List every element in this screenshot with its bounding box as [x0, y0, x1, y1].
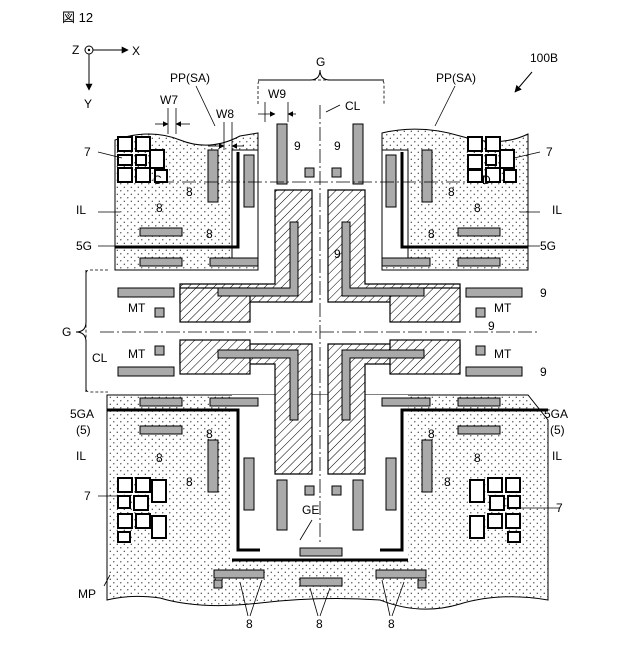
label-il-tl: IL	[76, 203, 86, 217]
label-mt-3: MT	[128, 347, 146, 361]
label-8-a: 8	[186, 185, 193, 199]
label-8-m: 8	[246, 617, 253, 631]
label-8-d: 8	[474, 201, 481, 215]
label-5g-right: 5G	[540, 239, 556, 253]
label-7-tr: 7	[546, 145, 553, 159]
bracket-g-top-left	[258, 80, 262, 104]
ref-100b: 100B	[530, 51, 558, 65]
label-9-d: 9	[540, 286, 547, 300]
label-5g-left: 5G	[76, 239, 92, 253]
label-w9: W9	[268, 87, 286, 101]
label-cl-left: CL	[92, 351, 108, 365]
bracket-g-brace	[258, 70, 384, 80]
label-8-h: 8	[428, 427, 435, 441]
label-mp: MP	[78, 587, 96, 601]
label-5ga-left: 5GA	[70, 407, 94, 421]
label-d: D	[482, 173, 491, 187]
label-8-k: 8	[186, 475, 193, 489]
label-8-g: 8	[206, 427, 213, 441]
label-7-tl: 7	[84, 145, 91, 159]
label-5-left: (5)	[76, 423, 91, 437]
figure-number: 図 12	[62, 10, 93, 25]
label-5-right: (5)	[550, 423, 565, 437]
label-9-b: 9	[334, 139, 341, 153]
label-w7: W7	[160, 93, 178, 107]
label-g-left: G	[62, 325, 71, 339]
label-il-br: IL	[552, 449, 562, 463]
label-g-top: G	[316, 55, 325, 69]
axis-y-label: Y	[84, 97, 92, 111]
axis-z-label: Z	[72, 43, 79, 57]
label-8-f: 8	[428, 227, 435, 241]
label-7-bl: 7	[84, 489, 91, 503]
label-mt-4: MT	[494, 347, 512, 361]
label-pp-sa-right: PP(SA)	[436, 71, 476, 85]
label-c: C	[153, 173, 162, 187]
label-mt-2: MT	[494, 301, 512, 315]
label-7-br: 7	[556, 501, 563, 515]
label-9-a: 9	[294, 139, 301, 153]
label-5ga-right: 5GA	[544, 407, 568, 421]
label-pp-sa-left: PP(SA)	[170, 71, 210, 85]
bracket-g-left-brace	[76, 270, 86, 392]
label-il-bl: IL	[76, 449, 86, 463]
label-8-e: 8	[206, 227, 213, 241]
label-cl-top: CL	[345, 99, 361, 113]
bracket-g-left	[86, 270, 108, 392]
ref-100b-arrow	[515, 72, 532, 92]
label-9-f: 9	[540, 365, 547, 379]
label-9-e: 9	[488, 319, 495, 333]
label-8-b: 8	[448, 185, 455, 199]
label-9-c: 9	[334, 247, 341, 261]
axis-indicator: Z X Y	[72, 43, 140, 111]
label-il-tr: IL	[552, 203, 562, 217]
label-8-i: 8	[156, 451, 163, 465]
label-ge: GE	[302, 503, 319, 517]
label-w8: W8	[216, 107, 234, 121]
label-8-j: 8	[474, 451, 481, 465]
label-8-o: 8	[388, 617, 395, 631]
label-8-n: 8	[316, 617, 323, 631]
label-mt-1: MT	[128, 301, 146, 315]
label-8-c: 8	[156, 201, 163, 215]
label-8-l: 8	[444, 475, 451, 489]
axis-x-label: X	[132, 44, 140, 58]
